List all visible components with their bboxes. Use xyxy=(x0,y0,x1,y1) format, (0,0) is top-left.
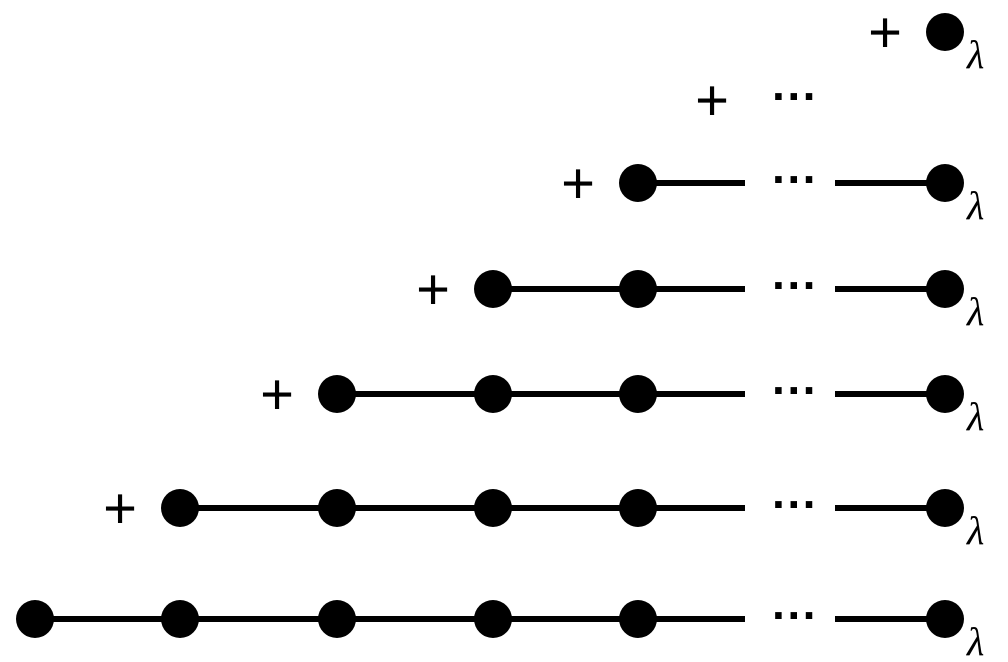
ellipsis-mark: ··· xyxy=(772,364,818,416)
terminal-node xyxy=(926,13,964,51)
chain-node xyxy=(619,489,657,527)
chain-row-5: λ ··· + xyxy=(260,362,984,439)
plus-sign: + xyxy=(695,68,729,133)
chain-node xyxy=(619,164,657,202)
chain-node xyxy=(474,600,512,638)
ellipsis-mark: ··· xyxy=(772,589,818,641)
chain-row-7: λ ··· xyxy=(16,589,984,662)
diagram-rows: λ+···+λ···+λ···+λ···+λ···+λ··· xyxy=(16,0,984,662)
terminal-node xyxy=(926,164,964,202)
plus-sign: + xyxy=(103,476,137,541)
chain-node xyxy=(474,270,512,308)
terminal-label: λ xyxy=(966,32,984,77)
chain-node xyxy=(318,375,356,413)
chain-node xyxy=(474,489,512,527)
plus-sign: + xyxy=(416,257,450,322)
chain-node xyxy=(16,600,54,638)
plus-sign: + xyxy=(868,0,902,65)
chain-node xyxy=(619,270,657,308)
terminal-label: λ xyxy=(966,183,984,228)
plus-sign: + xyxy=(561,151,595,216)
plus-sign: + xyxy=(260,362,294,427)
terminal-label: λ xyxy=(966,394,984,439)
ellipsis-mark: ··· xyxy=(772,70,818,122)
terminal-node xyxy=(926,600,964,638)
terminal-label: λ xyxy=(966,619,984,662)
terminal-label: λ xyxy=(966,289,984,334)
chain-row-1: λ+ xyxy=(868,0,984,77)
chain-row-3: λ ··· + xyxy=(561,151,984,228)
chain-row-4: λ ··· + xyxy=(416,257,984,334)
ellipsis-mark: ··· xyxy=(772,259,818,311)
chain-node xyxy=(161,489,199,527)
chain-node xyxy=(318,489,356,527)
chain-node xyxy=(161,600,199,638)
terminal-node xyxy=(926,270,964,308)
terminal-node xyxy=(926,375,964,413)
terminal-label: λ xyxy=(966,508,984,553)
chain-row-6: λ ··· + xyxy=(103,476,984,553)
terminal-node xyxy=(926,489,964,527)
chain-row-2: ··· + xyxy=(695,68,818,133)
ellipsis-mark: ··· xyxy=(772,153,818,205)
chain-node xyxy=(318,600,356,638)
chain-node xyxy=(619,600,657,638)
chain-node xyxy=(619,375,657,413)
ellipsis-mark: ··· xyxy=(772,478,818,530)
chain-node xyxy=(474,375,512,413)
